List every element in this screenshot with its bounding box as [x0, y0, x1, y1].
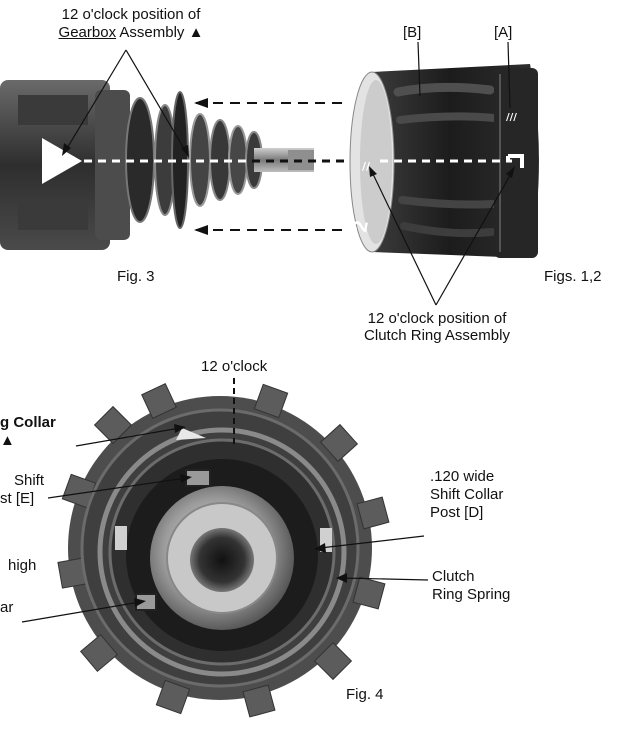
figs-1-2-caption: Figs. 1,2	[544, 268, 602, 285]
collar-partial-triangle: ▲	[0, 432, 15, 449]
ar-partial-label: ar	[0, 599, 14, 616]
post-d-line2: Shift Collar	[430, 486, 504, 503]
spring-line2: Ring Spring	[432, 586, 511, 603]
gearbox-callout-line2: Gearbox Assembly ▲	[43, 24, 219, 41]
label-b: [B]	[403, 24, 422, 41]
collar-partial-label: g Collar	[0, 414, 56, 431]
gearbox-alignment-arrow	[42, 138, 82, 184]
clutch-callout-line1: 12 o'clock position of	[367, 310, 507, 327]
shift-partial-label: Shift	[14, 472, 45, 489]
post-d-line3: Post [D]	[430, 504, 484, 521]
svg-text://: //	[362, 160, 371, 173]
high-partial-label: high	[8, 557, 37, 574]
gearbox-assembly-photo	[0, 80, 314, 250]
clutch-end-view-photo	[57, 383, 390, 718]
top-callout-lines	[62, 41, 515, 306]
gearbox-word: Gearbox	[58, 24, 117, 41]
gearbox-callout-rest: Assembly ▲	[116, 24, 204, 41]
clutch-callout-line2: Clutch Ring Assembly	[364, 327, 510, 344]
spring-line1: Clutch	[432, 568, 475, 585]
bottom-callout-lines	[21, 378, 429, 623]
twelve-oclock-label: 12 o'clock	[201, 358, 268, 375]
label-a: [A]	[494, 24, 513, 41]
svg-text:///: ///	[506, 112, 517, 123]
post-e-partial-label: st [E]	[0, 490, 35, 507]
gearbox-callout-line1: 12 o'clock position of	[61, 6, 201, 23]
fig-4-caption: Fig. 4	[346, 686, 384, 703]
post-d-line1: .120 wide	[430, 468, 495, 485]
collar-triangle-marker	[176, 428, 206, 440]
fig-3-caption: Fig. 3	[117, 268, 155, 285]
